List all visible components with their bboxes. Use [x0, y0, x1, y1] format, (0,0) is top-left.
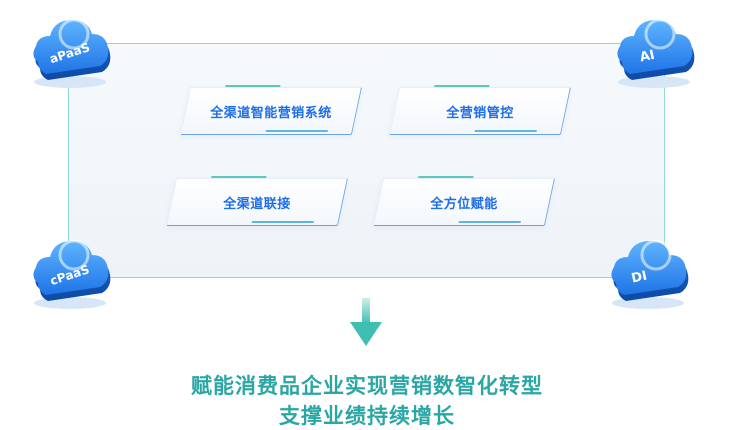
- card-all-round-empowerment: 全方位赋能: [372, 176, 556, 226]
- card-accent-top: [225, 85, 281, 87]
- card-label: 全渠道联接: [223, 196, 291, 212]
- cloud-icon: AI: [617, 18, 695, 88]
- card-label: 全方位赋能: [430, 196, 498, 212]
- cloud-label: DI: [630, 269, 648, 287]
- capability-panel: [68, 43, 665, 278]
- cloud-icon: aPaaS: [33, 18, 111, 88]
- arrow-down-icon: [348, 298, 384, 350]
- card-label: 全渠道智能营销系统: [210, 105, 332, 121]
- card-accent-top: [418, 176, 474, 178]
- cloud-ai: AI: [608, 4, 698, 94]
- card-omnichannel-connection: 全渠道联接: [165, 176, 349, 226]
- cloud-icon: DI: [611, 239, 689, 309]
- cloud-apaas: aPaaS: [24, 4, 114, 94]
- card-label: 全营销管控: [446, 105, 514, 121]
- cloud-label: AI: [638, 48, 656, 66]
- cloud-di: DI: [602, 225, 692, 315]
- headline-line-1: 赋能消费品企业实现营销数智化转型: [191, 374, 543, 398]
- card-omnichannel-marketing-system: 全渠道智能营销系统: [179, 85, 363, 135]
- card-marketing-control: 全营销管控: [388, 85, 572, 135]
- card-accent-top: [211, 176, 267, 178]
- card-accent-top: [434, 85, 490, 87]
- headline-line-2: 支撑业绩持续增长: [279, 404, 455, 428]
- cloud-cpaas: cPaaS: [24, 225, 114, 315]
- cloud-icon: cPaaS: [33, 239, 111, 309]
